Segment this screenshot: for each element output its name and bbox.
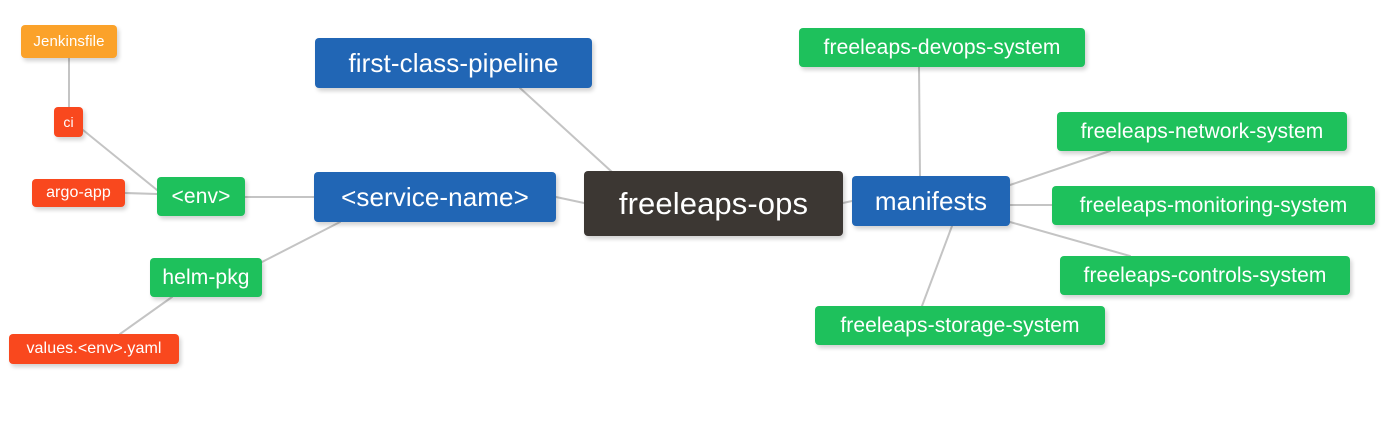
- edge-freeleaps-ops-to-manifests: [842, 200, 853, 204]
- mindmap-node-ci[interactable]: ci: [54, 107, 83, 137]
- mindmap-node-label-first-class-pipeline: first-class-pipeline: [348, 48, 559, 78]
- edge-manifests-to-freeleaps-network-system: [1009, 150, 1111, 186]
- mindmap-node-manifests[interactable]: manifests: [852, 176, 1010, 226]
- edge-manifests-to-freeleaps-devops-system: [918, 66, 921, 177]
- mindmap-node-freeleaps-storage-system[interactable]: freeleaps-storage-system: [815, 306, 1105, 345]
- mindmap-node-label-freeleaps-monitoring-system: freeleaps-monitoring-system: [1079, 194, 1348, 217]
- edge-freeleaps-ops-to-first-class-pipeline: [519, 87, 613, 173]
- mindmap-node-env[interactable]: <env>: [157, 177, 245, 216]
- mindmap-node-first-class-pipeline[interactable]: first-class-pipeline: [315, 38, 592, 88]
- edge-env-to-argo-app: [124, 192, 158, 195]
- mindmap-node-label-freeleaps-network-system: freeleaps-network-system: [1080, 120, 1324, 143]
- edge-manifests-to-freeleaps-storage-system: [921, 225, 953, 307]
- mindmap-node-label-values-env-yaml: values.<env>.yaml: [26, 340, 162, 357]
- mindmap-node-label-freeleaps-devops-system: freeleaps-devops-system: [823, 36, 1061, 59]
- mindmap-node-values-env-yaml[interactable]: values.<env>.yaml: [9, 334, 179, 364]
- mindmap-node-freeleaps-monitoring-system[interactable]: freeleaps-monitoring-system: [1052, 186, 1375, 225]
- mindmap-node-label-freeleaps-controls-system: freeleaps-controls-system: [1083, 264, 1327, 287]
- mindmap-node-helm-pkg[interactable]: helm-pkg: [150, 258, 262, 297]
- mindmap-node-label-freeleaps-ops: freeleaps-ops: [618, 186, 809, 221]
- mindmap-node-jenkinsfile[interactable]: Jenkinsfile: [21, 25, 117, 58]
- edge-manifests-to-freeleaps-controls-system: [1009, 221, 1131, 257]
- mindmap-node-label-freeleaps-storage-system: freeleaps-storage-system: [840, 314, 1080, 337]
- mindmap-node-freeleaps-ops[interactable]: freeleaps-ops: [584, 171, 843, 236]
- mindmap-node-service-name[interactable]: <service-name>: [314, 172, 556, 222]
- mindmap-node-argo-app[interactable]: argo-app: [32, 179, 125, 207]
- mindmap-node-freeleaps-devops-system[interactable]: freeleaps-devops-system: [799, 28, 1085, 67]
- mindmap-node-label-jenkinsfile: Jenkinsfile: [33, 33, 105, 50]
- edge-service-name-to-helm-pkg: [261, 221, 341, 263]
- mindmap-node-label-env: <env>: [171, 185, 231, 208]
- mindmap-node-label-ci: ci: [63, 114, 74, 130]
- edge-helm-pkg-to-values-env-yaml: [119, 296, 173, 335]
- mindmap-node-label-argo-app: argo-app: [46, 184, 111, 201]
- mindmap-node-freeleaps-network-system[interactable]: freeleaps-network-system: [1057, 112, 1347, 151]
- mindmap-node-label-service-name: <service-name>: [341, 182, 529, 212]
- mindmap-node-label-manifests: manifests: [874, 186, 988, 216]
- mindmap-node-label-helm-pkg: helm-pkg: [162, 266, 250, 289]
- edge-freeleaps-ops-to-service-name: [555, 196, 585, 204]
- mindmap-node-freeleaps-controls-system[interactable]: freeleaps-controls-system: [1060, 256, 1350, 295]
